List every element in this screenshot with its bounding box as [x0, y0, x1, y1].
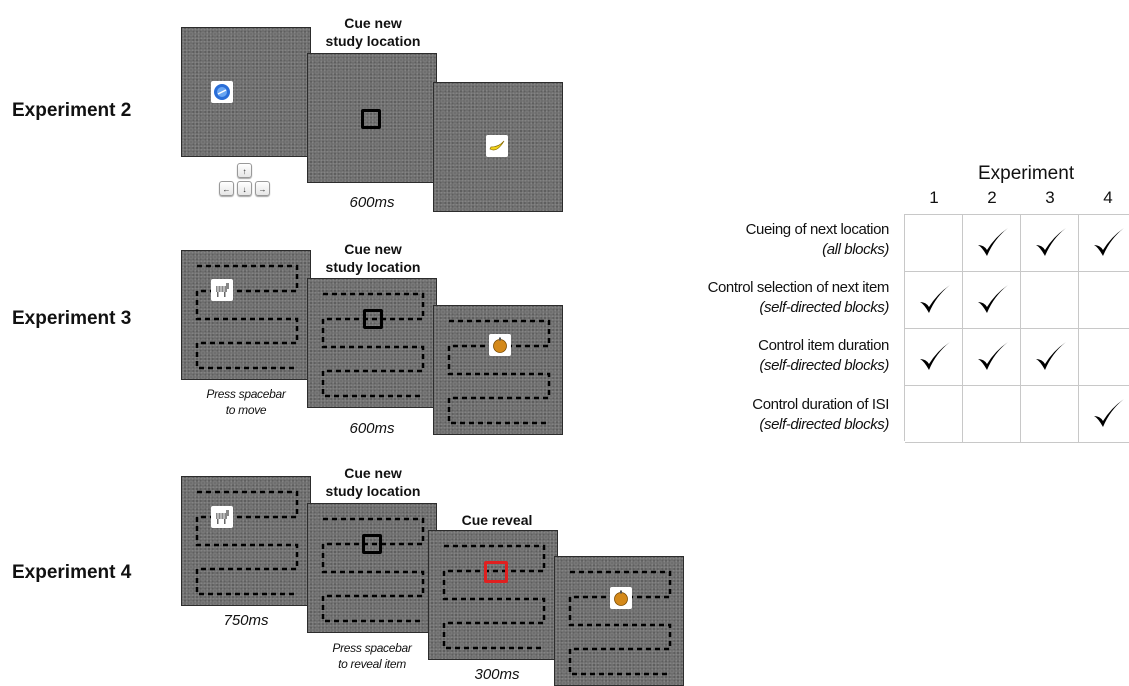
column-header-2: 2 — [987, 188, 997, 207]
grid-cell — [905, 386, 963, 443]
grid-cell — [1079, 215, 1129, 272]
exp3-cue-screen — [307, 278, 437, 408]
right-arrow-key-icon: → — [255, 181, 270, 196]
grid-cell — [905, 329, 963, 386]
exp4-reveal-title: Cue reveal — [461, 512, 533, 528]
zebra-item-icon — [211, 506, 233, 528]
grid-cell — [1021, 272, 1079, 329]
table-title: Experiment — [978, 163, 1075, 184]
banana-item-icon — [486, 135, 508, 157]
column-header-1: 1 — [929, 188, 939, 207]
exp2-cue-screen — [307, 53, 437, 183]
cue-title-line-2: study location — [325, 259, 421, 275]
exp4-first-timing: 750ms — [223, 612, 269, 629]
left-arrow-key-icon: ← — [219, 181, 234, 196]
exp4-cue-screen — [307, 503, 437, 633]
up-arrow-key-icon: ↑ — [237, 163, 252, 178]
caption-line-1: Press spacebar — [206, 387, 286, 401]
dashed-path — [321, 292, 425, 398]
grid-cell — [1079, 329, 1129, 386]
grid-cell — [905, 215, 963, 272]
exp2-next-item-screen — [433, 82, 563, 212]
column-header-4: 4 — [1103, 188, 1113, 207]
exp3-study-screen — [181, 250, 311, 380]
checkmark-icon — [1093, 399, 1124, 427]
grid-cell — [1079, 272, 1129, 329]
exp4-reveal-screen — [428, 530, 558, 660]
plate-item-icon — [211, 81, 233, 103]
cue-title-line-1: Cue new — [344, 15, 402, 31]
caption-line-2: to move — [225, 403, 267, 417]
arrow-keys: ↑ ← ↓ → — [216, 163, 276, 203]
row-label-3: Control item duration (self-directed blo… — [609, 336, 889, 376]
dashed-path — [568, 570, 672, 676]
row-labels: Cueing of next location (all blocks) Con… — [605, 218, 890, 458]
row-label-sub: (all blocks) — [822, 241, 889, 258]
zebra-item-icon — [211, 279, 233, 301]
grid-cell — [963, 272, 1021, 329]
dashed-path — [442, 544, 546, 650]
experiment-grid — [904, 214, 1129, 443]
row-label-2: Control selection of next item (self-dir… — [609, 278, 890, 318]
cue-title-line-2: study location — [325, 33, 421, 49]
row-label-main: Cueing of next location — [745, 221, 890, 238]
checkmark-icon — [977, 342, 1008, 370]
row-label-sub: (self-directed blocks) — [759, 416, 889, 433]
exp4-caption: Press spacebar to reveal item — [307, 640, 437, 672]
row-label-main: Control item duration — [758, 337, 889, 354]
checkmark-icon — [1093, 228, 1124, 256]
column-header-3: 3 — [1045, 188, 1055, 207]
exp3-next-item-screen — [433, 305, 563, 435]
dashed-path — [447, 319, 551, 425]
exp2-study-screen — [181, 27, 311, 157]
experiment-4-label: Experiment 4 — [12, 562, 132, 583]
checkmark-icon — [977, 285, 1008, 313]
cue-location-box — [361, 109, 381, 129]
dashed-path — [321, 517, 425, 623]
grid-cell — [963, 386, 1021, 443]
row-label-main: Control duration of ISI — [752, 396, 889, 413]
cue-location-box — [363, 309, 383, 329]
row-label-1: Cueing of next location (all blocks) — [609, 220, 890, 260]
row-label-sub: (self-directed blocks) — [759, 357, 889, 374]
exp2-timing: 600ms — [349, 194, 395, 211]
caption-line-2: to reveal item — [338, 657, 406, 671]
cue-title-line-1: Cue new — [344, 241, 402, 257]
checkmark-icon — [919, 342, 950, 370]
row-label-sub: (self-directed blocks) — [759, 299, 889, 316]
grid-cell — [1021, 215, 1079, 272]
exp4-study-screen — [181, 476, 311, 606]
checkmark-icon — [919, 285, 950, 313]
exp3-cue-title: Cue new study location — [313, 240, 433, 276]
grid-cell — [1021, 386, 1079, 443]
experiment-3-label: Experiment 3 — [12, 308, 132, 329]
grid-cell — [1079, 386, 1129, 443]
grid-cell — [963, 329, 1021, 386]
checkmark-icon — [1035, 342, 1066, 370]
grid-cell — [905, 272, 963, 329]
exp4-next-item-screen — [554, 556, 684, 686]
row-label-main: Control selection of next item — [707, 279, 890, 296]
grid-cell — [1021, 329, 1079, 386]
bell-item-icon — [610, 587, 632, 609]
checkmark-icon — [977, 228, 1008, 256]
cue-location-box — [362, 534, 382, 554]
reveal-cue-box — [484, 561, 508, 583]
exp4-reveal-timing: 300ms — [474, 666, 520, 683]
grid-cell — [963, 215, 1021, 272]
bell-item-icon — [489, 334, 511, 356]
experiment-2-label: Experiment 2 — [12, 100, 132, 121]
exp3-timing: 600ms — [349, 420, 395, 437]
exp2-cue-title: Cue new study location — [313, 14, 433, 50]
cue-title-line-1: Cue new — [344, 465, 402, 481]
row-label-4: Control duration of ISI (self-directed b… — [609, 395, 889, 435]
checkmark-icon — [1035, 228, 1066, 256]
cue-title-line-2: study location — [325, 483, 421, 499]
dashed-path — [195, 264, 299, 370]
dashed-path — [195, 490, 299, 596]
exp3-caption: Press spacebar to move — [181, 386, 311, 418]
down-arrow-key-icon: ↓ — [237, 181, 252, 196]
caption-line-1: Press spacebar — [332, 641, 412, 655]
exp4-cue-title: Cue new study location — [313, 464, 433, 500]
